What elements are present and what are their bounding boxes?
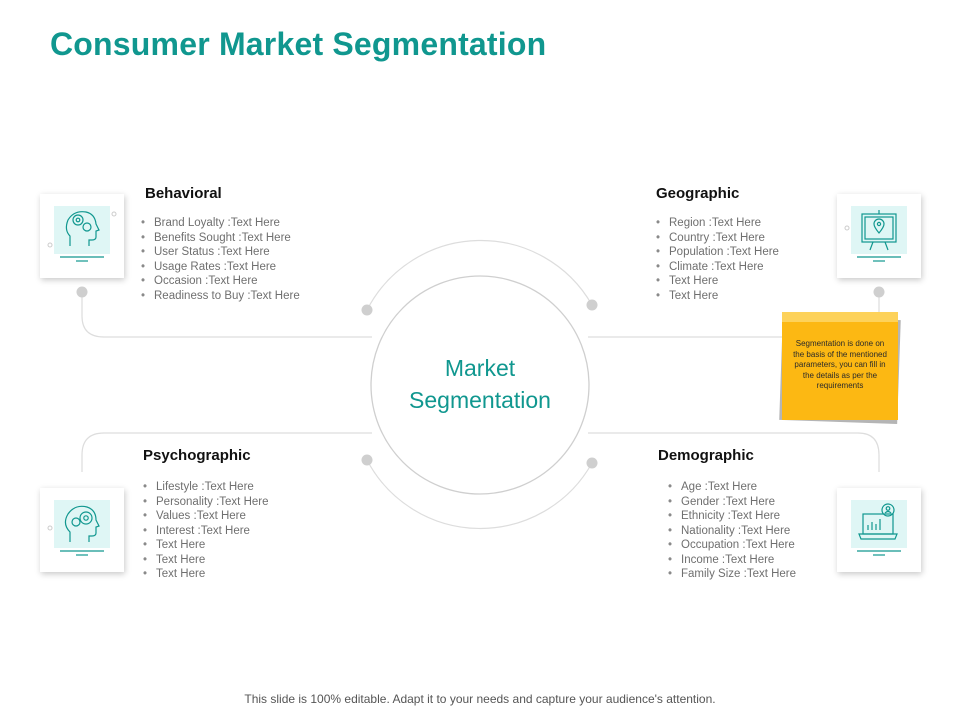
list-item: Interest :Text Here xyxy=(143,524,269,539)
list-item: Text Here xyxy=(656,274,779,289)
geographic-list: Region :Text Here Country :Text Here Pop… xyxy=(656,216,779,303)
page-title: Consumer Market Segmentation xyxy=(50,26,547,62)
list-item: Personality :Text Here xyxy=(143,495,269,510)
geographic-icon-card xyxy=(837,194,921,278)
center-label-line2: Segmentation xyxy=(409,387,551,413)
list-item: Brand Loyalty :Text Here xyxy=(141,216,300,231)
list-item: Text Here xyxy=(143,538,269,553)
list-item: Age :Text Here xyxy=(668,480,796,495)
list-item: Usage Rates :Text Here xyxy=(141,260,300,275)
psychographic-heading: Psychographic xyxy=(143,447,251,464)
behavioral-icon-card xyxy=(40,194,124,278)
list-item: Income :Text Here xyxy=(668,553,796,568)
connector-dot xyxy=(361,304,373,316)
list-item: Family Size :Text Here xyxy=(668,567,796,582)
footer-text: This slide is 100% editable. Adapt it to… xyxy=(244,692,716,706)
map-board-icon xyxy=(844,206,907,262)
center-label: Market Segmentation xyxy=(370,352,590,416)
list-item: Country :Text Here xyxy=(656,231,779,246)
list-item: Text Here xyxy=(143,567,269,582)
psychographic-list: Lifestyle :Text Here Personality :Text H… xyxy=(143,480,269,582)
center-label-line1: Market xyxy=(444,355,516,381)
list-item: Climate :Text Here xyxy=(656,260,779,275)
connector-dot xyxy=(873,286,885,298)
behavioral-list: Brand Loyalty :Text Here Benefits Sought… xyxy=(141,216,300,303)
list-item: Occupation :Text Here xyxy=(668,538,796,553)
list-item: Lifestyle :Text Here xyxy=(143,480,269,495)
list-item: Region :Text Here xyxy=(656,216,779,231)
list-item: Benefits Sought :Text Here xyxy=(141,231,300,246)
sticky-note: Segmentation is done on the basis of the… xyxy=(778,312,902,425)
demographic-list: Age :Text Here Gender :Text Here Ethnici… xyxy=(668,480,796,582)
list-item: Readiness to Buy :Text Here xyxy=(141,289,300,304)
connector-dot xyxy=(586,299,598,311)
center-circle xyxy=(370,275,590,495)
behavioral-heading: Behavioral xyxy=(145,185,222,202)
list-item: Gender :Text Here xyxy=(668,495,796,510)
connector-dot xyxy=(361,454,373,466)
psychographic-icon-card xyxy=(40,488,124,572)
geographic-heading: Geographic xyxy=(656,185,740,202)
connector-dot xyxy=(586,457,598,469)
list-item: User Status :Text Here xyxy=(141,245,300,260)
head-gears-icon xyxy=(47,206,117,262)
list-item: Nationality :Text Here xyxy=(668,524,796,539)
sticky-note-strip xyxy=(782,312,898,322)
demographic-icon-card xyxy=(837,488,921,572)
list-item: Occasion :Text Here xyxy=(141,274,300,289)
list-item: Text Here xyxy=(656,289,779,304)
list-item: Population :Text Here xyxy=(656,245,779,260)
sticky-note-text: Segmentation is done on the basis of the… xyxy=(793,339,887,390)
list-item: Ethnicity :Text Here xyxy=(668,509,796,524)
connector-dot xyxy=(76,286,88,298)
laptop-chart-icon xyxy=(851,500,907,556)
demographic-heading: Demographic xyxy=(658,447,754,464)
list-item: Values :Text Here xyxy=(143,509,269,524)
sticky-note-paper: Segmentation is done on the basis of the… xyxy=(782,312,898,420)
head-gear-icon xyxy=(47,500,110,556)
list-item: Text Here xyxy=(143,553,269,568)
